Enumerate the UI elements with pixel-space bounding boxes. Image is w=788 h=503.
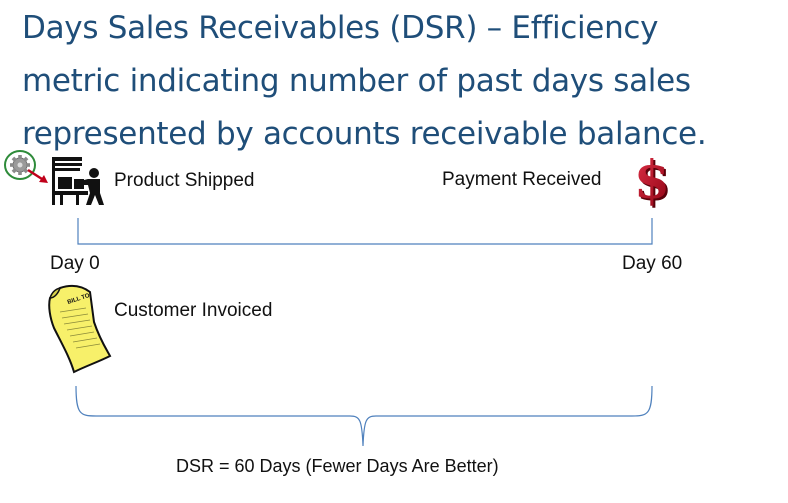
day-60-label: Day 60 — [622, 253, 683, 274]
timeline-bracket — [70, 210, 660, 250]
shipping-worker-icon — [50, 155, 106, 207]
page-title: Days Sales Receivables (DSR) – Efficienc… — [22, 2, 782, 161]
svg-text:$: $ — [636, 152, 672, 210]
product-shipped-label: Product Shipped — [114, 170, 255, 191]
day-0-label: Day 0 — [50, 253, 100, 274]
gear-icon — [2, 148, 52, 188]
dsr-span-brace — [70, 384, 660, 454]
title-line-3: represented by accounts receivable balan… — [22, 116, 707, 152]
svg-text:$: $ — [634, 150, 670, 210]
payment-received-label: Payment Received — [442, 169, 602, 190]
invoice-document-icon: BILL TO — [42, 282, 114, 374]
dsr-result-label: DSR = 60 Days (Fewer Days Are Better) — [176, 456, 499, 476]
title-line-2: metric indicating number of past days sa… — [22, 63, 691, 99]
customer-invoiced-label: Customer Invoiced — [114, 300, 273, 321]
dollar-sign-icon: $ $ — [630, 150, 674, 210]
title-line-1: Days Sales Receivables (DSR) – Efficienc… — [22, 10, 659, 46]
